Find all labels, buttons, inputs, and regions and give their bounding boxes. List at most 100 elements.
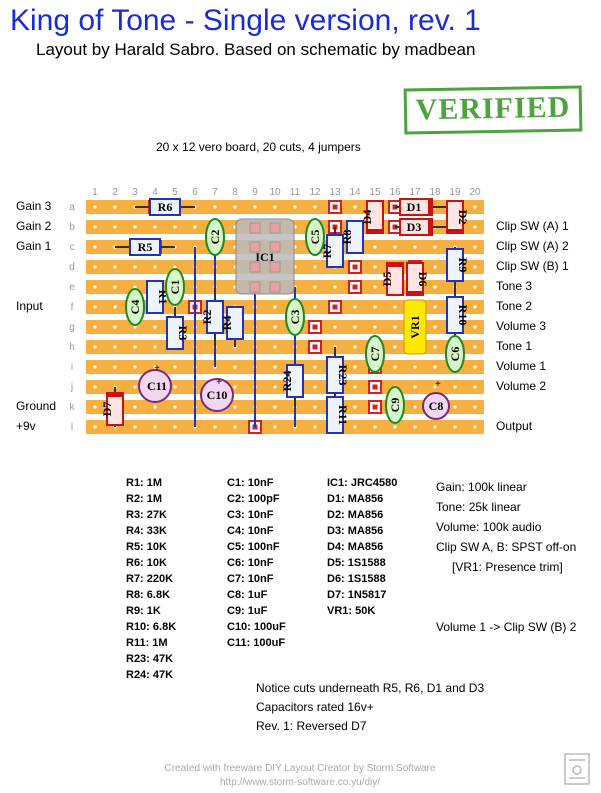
hole <box>113 365 117 369</box>
hole <box>193 225 197 229</box>
hole <box>153 365 157 369</box>
svg-text:D4: D4 <box>360 210 374 225</box>
hole <box>133 365 137 369</box>
hole <box>473 305 477 309</box>
cap-c8: C8+ <box>422 379 450 420</box>
svg-text:R11: R11 <box>336 405 350 425</box>
label-input: Input <box>16 299 43 313</box>
hole <box>433 245 437 249</box>
hole <box>93 245 97 249</box>
row-label: j <box>70 382 73 393</box>
cut-core <box>352 284 358 290</box>
svg-text:R5: R5 <box>138 240 153 254</box>
label-ground: Ground <box>16 399 57 413</box>
label-9v: +9v <box>16 419 36 433</box>
hole <box>273 325 277 329</box>
column-label: 19 <box>449 187 461 198</box>
label-clip-sw-a-1: Clip SW (A) 1 <box>496 219 569 233</box>
hole <box>473 225 477 229</box>
hole <box>433 325 437 329</box>
svg-text:R8: R8 <box>340 230 354 245</box>
column-label: 14 <box>349 187 361 198</box>
hole <box>273 205 277 209</box>
cap-c1: C1 <box>165 268 185 306</box>
hole <box>473 405 477 409</box>
label-volume-1: Volume 1 <box>496 359 547 373</box>
label-clip-sw-b-1: Clip SW (B) 1 <box>496 259 569 273</box>
hole <box>393 245 397 249</box>
row-label: k <box>70 402 76 413</box>
hole <box>133 285 137 289</box>
column-label: 2 <box>112 187 118 198</box>
hole <box>353 405 357 409</box>
svg-text:+: + <box>435 379 441 390</box>
svg-text:D7: D7 <box>100 402 114 417</box>
hole <box>93 305 97 309</box>
hole <box>133 325 137 329</box>
hole <box>433 365 437 369</box>
label-gain-1: Gain 1 <box>16 239 52 253</box>
row-label: f <box>71 302 74 313</box>
hole <box>173 265 177 269</box>
svg-text:R4: R4 <box>220 316 234 331</box>
hole <box>373 285 377 289</box>
svg-text:C7: C7 <box>368 347 382 362</box>
resistor-r24: R24 <box>280 364 304 398</box>
svg-text:R9: R9 <box>456 258 470 273</box>
footer-credit: Created with freeware DIY Layout Creator… <box>164 763 436 774</box>
hole <box>473 265 477 269</box>
hole <box>393 425 397 429</box>
svg-text:R3: R3 <box>176 326 190 341</box>
hole <box>453 425 457 429</box>
svg-text:C3: C3 <box>288 310 302 325</box>
hole <box>433 425 437 429</box>
svg-text:D5: D5 <box>380 272 394 287</box>
svg-text:C11: C11 <box>147 379 167 393</box>
column-label: 3 <box>132 187 138 198</box>
strip <box>86 200 484 214</box>
hole <box>473 425 477 429</box>
hole <box>273 405 277 409</box>
hole <box>473 205 477 209</box>
spec-clip-switch: Clip SW A, B: SPST off-on <box>436 540 577 554</box>
hole <box>353 325 357 329</box>
hole <box>93 225 97 229</box>
diodes: D1 D2 D3 D4 D5 D6 D7 <box>100 198 470 426</box>
note-capacitors: Capacitors rated 16v+ <box>256 700 374 714</box>
svg-text:C9: C9 <box>388 398 402 413</box>
hole <box>373 245 377 249</box>
hole <box>93 285 97 289</box>
spec-vr1: [VR1: Presence trim] <box>452 560 563 574</box>
strip <box>86 320 484 334</box>
hole <box>233 425 237 429</box>
svg-text:VR1: VR1 <box>408 315 422 338</box>
row-label: h <box>69 342 75 353</box>
cut-core <box>332 204 338 210</box>
hole <box>433 265 437 269</box>
svg-text:C2: C2 <box>208 230 222 245</box>
hole <box>133 225 137 229</box>
hole <box>393 365 397 369</box>
hole <box>313 285 317 289</box>
ic1-label: IC1 <box>255 250 274 264</box>
hole <box>133 405 137 409</box>
svg-text:C5: C5 <box>308 230 322 245</box>
hole <box>373 305 377 309</box>
hole <box>113 305 117 309</box>
row-label: l <box>71 422 73 433</box>
cut-core <box>332 304 338 310</box>
diode-d2: D2 <box>446 200 470 234</box>
strip <box>86 300 484 314</box>
hole <box>373 325 377 329</box>
hole <box>233 405 237 409</box>
hole <box>473 325 477 329</box>
label-tone-3: Tone 3 <box>496 279 533 293</box>
column-label: 1 <box>92 187 98 198</box>
resistor-r2: R2 <box>200 300 224 334</box>
svg-text:+: + <box>154 363 160 374</box>
diode-d4: D4 <box>360 200 384 234</box>
column-label: 7 <box>212 187 218 198</box>
